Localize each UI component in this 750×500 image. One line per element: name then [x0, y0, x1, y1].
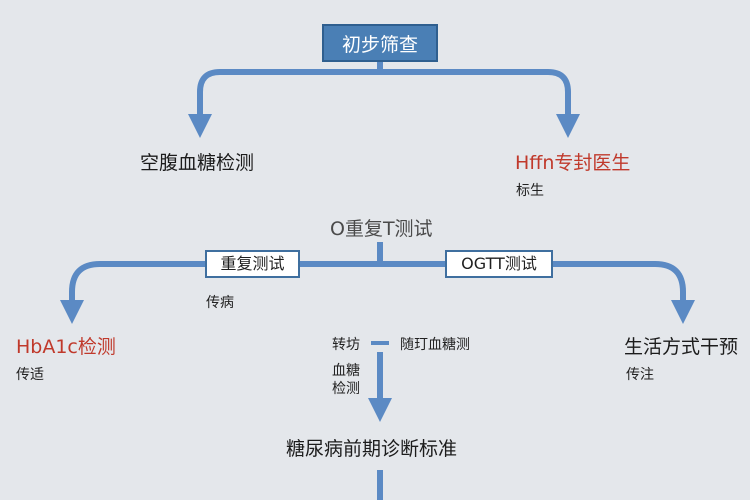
arrow-to-far-right	[654, 261, 695, 324]
arrow-to-right-branch	[380, 69, 580, 138]
prediabetes-criteria-node: 糖尿病前期诊断标准	[286, 438, 458, 460]
center-retest-label: O重复T测试	[330, 218, 433, 240]
glucose-test-line1: 血糖	[332, 363, 360, 379]
arrow-to-left-branch	[188, 69, 380, 138]
lifestyle-subtext: 传注	[626, 367, 654, 383]
hba1c-node: HbA1c检测	[16, 336, 116, 358]
retest-note: 传病	[206, 295, 234, 311]
arrow-to-far-left	[60, 261, 101, 324]
center-note-a: 转坊	[332, 337, 360, 353]
ogtt-box: OGTT测试	[445, 250, 553, 278]
glucose-test-line2: 检测	[332, 381, 360, 397]
hba1c-subtext: 传适	[16, 367, 44, 383]
lifestyle-node: 生活方式干预	[624, 336, 739, 358]
specialist-subtext: 标生	[516, 183, 544, 199]
random-glucose-node: 随玎血糖测	[400, 337, 470, 353]
retest-box: 重复测试	[205, 250, 300, 278]
fasting-glucose-node: 空腹血糖检测	[140, 152, 255, 174]
specialist-node: Hffn专封医生	[515, 152, 631, 174]
initial-screening-box: 初步筛查	[322, 24, 438, 62]
